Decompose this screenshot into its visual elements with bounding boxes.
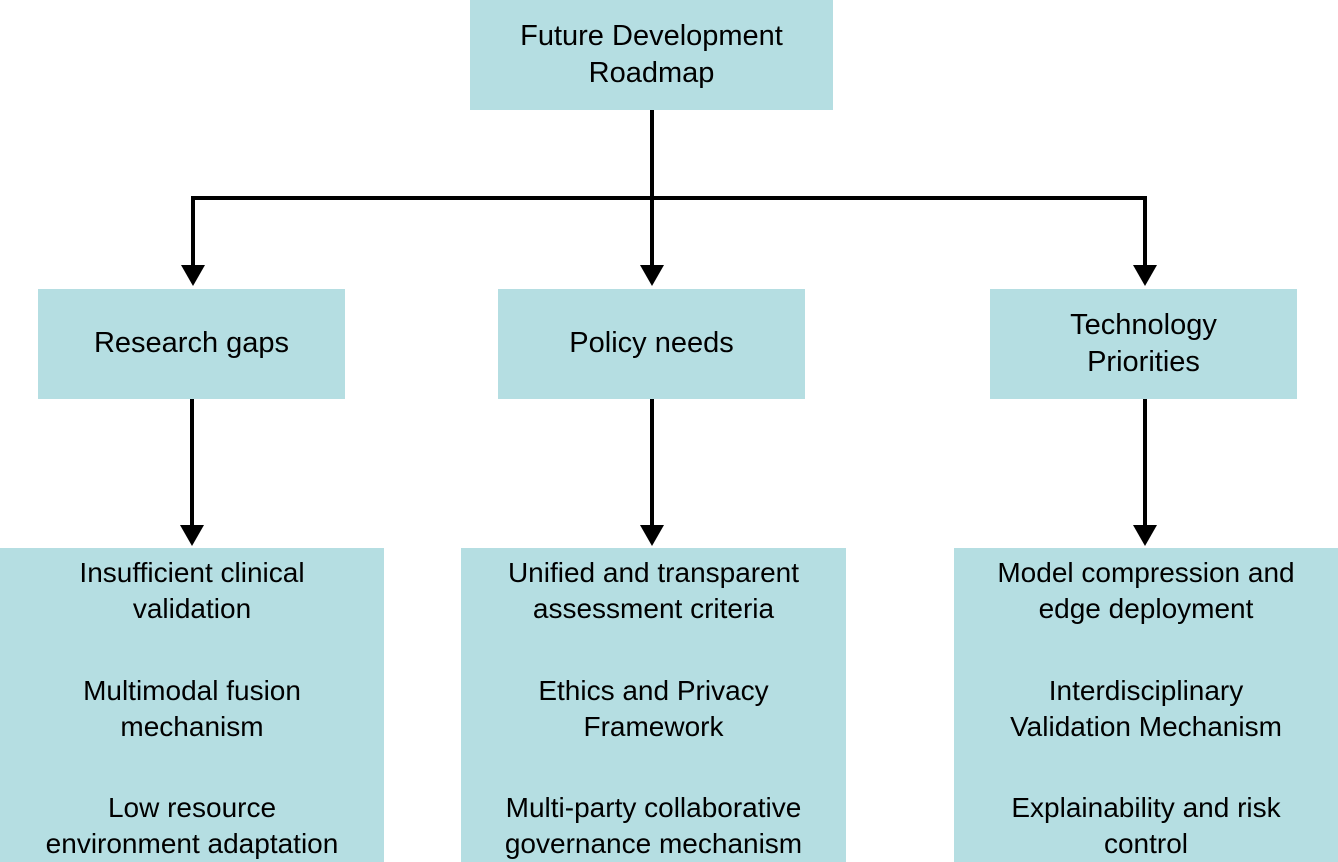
list-item: Low resource environment adaptation xyxy=(0,790,384,862)
item-line: control xyxy=(1103,828,1189,860)
list-item: Ethics and Privacy Framework xyxy=(461,673,846,745)
node-branch-3-heading-line-2: Priorities xyxy=(1087,346,1200,378)
arrowhead-branch-2-items xyxy=(640,525,664,546)
node-branch-3-heading-line-1: Technology xyxy=(1070,308,1217,341)
list-item: Explainability and risk control xyxy=(954,790,1338,862)
item-line: Model compression and xyxy=(997,557,1295,588)
item-line: Validation Mechanism xyxy=(1010,710,1282,742)
item-line: Unified and transparent xyxy=(507,557,800,588)
arrowhead-branch-1-items xyxy=(180,525,204,546)
item-line: assessment criteria xyxy=(532,592,775,624)
connector-horizontal-bus xyxy=(191,196,1147,200)
item-line: Framework xyxy=(583,710,724,742)
node-branch-2-items[interactable]: Unified and transparent assessment crite… xyxy=(461,548,846,862)
node-branch-1-heading-line-1: Research gaps xyxy=(93,327,290,360)
list-item: Multi-party collaborative governance mec… xyxy=(461,790,846,862)
node-branch-2-heading-line-1: Policy needs xyxy=(569,327,734,360)
item-line: validation xyxy=(132,592,252,624)
node-branch-1-items[interactable]: Insufficient clinical validation Multimo… xyxy=(0,548,384,862)
list-item: Model compression and edge deployment xyxy=(954,555,1338,627)
arrowhead-branch-3-items xyxy=(1133,525,1157,546)
list-item: Insufficient clinical validation xyxy=(0,555,384,627)
connector-branch-3-to-items xyxy=(1143,399,1147,527)
arrowhead-branch-3 xyxy=(1133,265,1157,286)
node-root-line-2: Roadmap xyxy=(588,57,715,89)
item-line: Interdisciplinary xyxy=(1048,674,1244,706)
node-branch-1-heading[interactable]: Research gaps xyxy=(38,289,345,399)
connector-root-stem xyxy=(650,110,654,199)
connector-bus-to-branch-2 xyxy=(650,196,654,267)
item-line: Insufficient clinical xyxy=(79,557,305,588)
item-line: edge deployment xyxy=(1038,592,1254,624)
node-branch-2-heading[interactable]: Policy needs xyxy=(498,289,805,399)
list-item: Unified and transparent assessment crite… xyxy=(461,555,846,627)
item-line: mechanism xyxy=(120,710,264,742)
item-line: governance mechanism xyxy=(504,828,803,860)
node-root[interactable]: Future Development Roadmap xyxy=(470,0,833,110)
item-line: Multimodal fusion xyxy=(83,674,301,706)
connector-branch-2-to-items xyxy=(650,399,654,527)
node-branch-3-heading[interactable]: Technology Priorities xyxy=(990,289,1297,399)
list-item: Multimodal fusion mechanism xyxy=(0,673,384,745)
item-line: environment adaptation xyxy=(45,828,339,860)
list-item: Interdisciplinary Validation Mechanism xyxy=(954,673,1338,745)
connector-branch-1-to-items xyxy=(190,399,194,527)
item-line: Explainability and risk xyxy=(1011,792,1281,824)
arrowhead-branch-1 xyxy=(181,265,205,286)
node-branch-3-items[interactable]: Model compression and edge deployment In… xyxy=(954,548,1338,862)
item-line: Multi-party collaborative xyxy=(505,792,802,824)
arrowhead-branch-2 xyxy=(640,265,664,286)
item-line: Ethics and Privacy xyxy=(538,674,769,706)
connector-bus-to-branch-1 xyxy=(191,196,195,267)
connector-bus-to-branch-3 xyxy=(1143,196,1147,267)
item-line: Low resource xyxy=(107,792,277,824)
node-root-line-1: Future Development xyxy=(520,19,783,52)
